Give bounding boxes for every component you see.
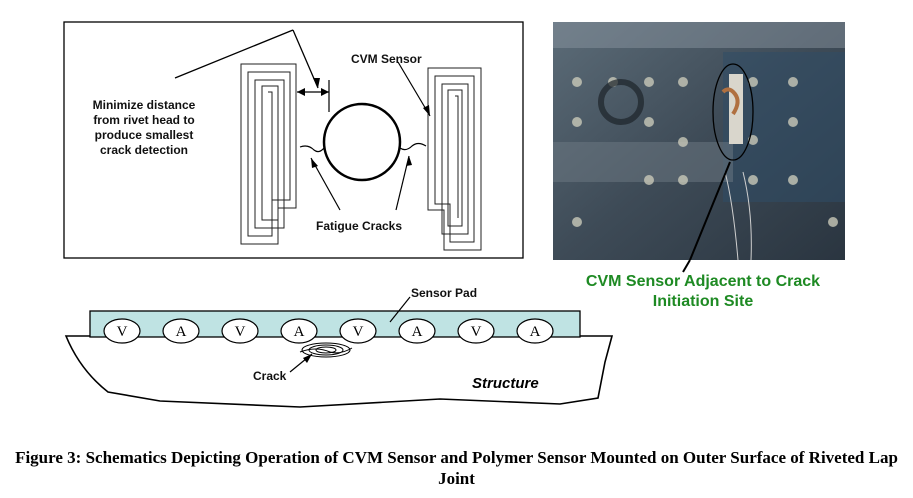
pad-element-shape: [398, 318, 436, 344]
structure-label: Structure: [472, 375, 539, 392]
distance-label: Minimize distance from rivet head to pro…: [92, 98, 196, 157]
pad-element-shape: [280, 318, 318, 344]
left-crack-line: [299, 145, 325, 153]
pad-element-letter: V: [353, 324, 364, 340]
right-cvm-sensor: [427, 67, 482, 251]
pad-element-shape: [221, 318, 259, 344]
left-cvm-sensor: [240, 63, 297, 245]
pad-element-letter: V: [235, 324, 246, 340]
sensor-pad-label: Sensor Pad: [411, 286, 478, 300]
pad-element-1: V: [103, 318, 141, 344]
pad-element-letter: V: [471, 324, 482, 340]
pad-element-letter: A: [530, 324, 541, 340]
pad-element-letter: A: [294, 324, 305, 340]
rivet-head: [322, 102, 402, 182]
pad-element-shape: [516, 318, 554, 344]
pad-element-3: V: [221, 318, 259, 344]
pad-element-5: V: [339, 318, 377, 344]
pad-element-2: A: [162, 318, 200, 344]
photo-caption: CVM Sensor Adjacent to Crack Initiation …: [585, 273, 821, 310]
right-crack-line: [399, 142, 427, 151]
pad-element-8: A: [516, 318, 554, 344]
pad-element-4: A: [280, 318, 318, 344]
schematic-frame: [63, 21, 524, 259]
pad-element-shape: [457, 318, 495, 344]
pad-element-shape: [103, 318, 141, 344]
crack-label: Crack: [253, 369, 287, 383]
cvm-sensor-label: CVM Sensor: [351, 52, 422, 66]
pad-element-letter: A: [176, 324, 187, 340]
fatigue-cracks-label: Fatigue Cracks: [316, 219, 403, 233]
pad-element-shape: [339, 318, 377, 344]
pad-element-letter: V: [117, 324, 128, 340]
pad-element-letter: A: [412, 324, 423, 340]
sensor-photo: [553, 22, 845, 260]
structure-crack: [299, 342, 353, 358]
pad-element-shape: [162, 318, 200, 344]
structure-body: [64, 335, 614, 408]
figure-caption: Figure 3: Schematics Depicting Operation…: [15, 448, 898, 488]
pad-element-6: A: [398, 318, 436, 344]
pad-element-7: V: [457, 318, 495, 344]
